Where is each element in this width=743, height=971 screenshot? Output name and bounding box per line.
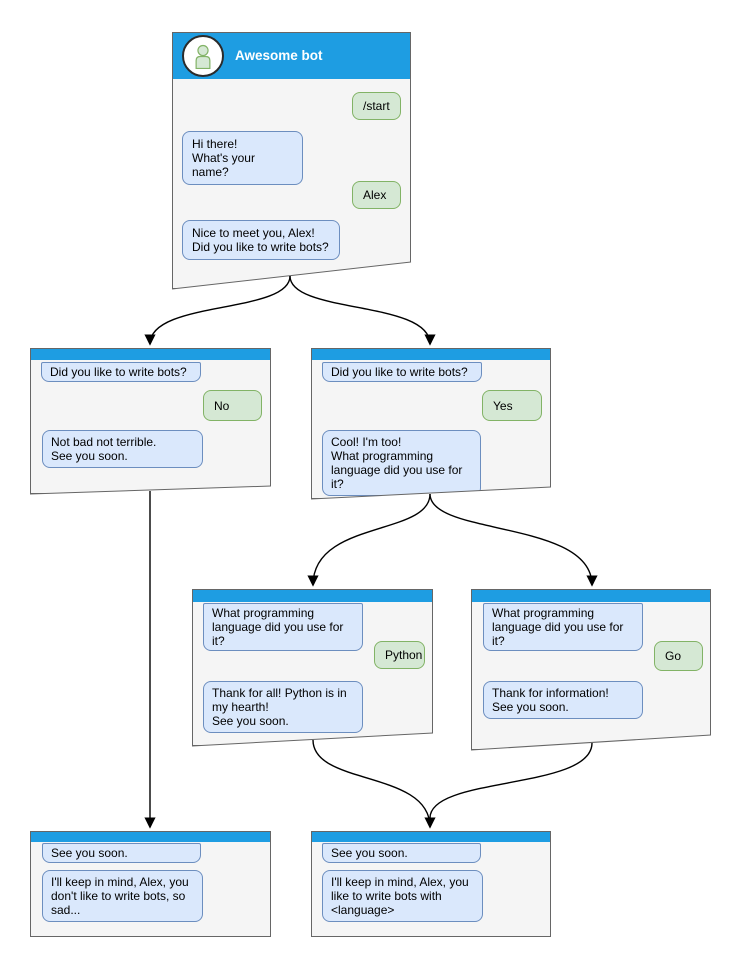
- edge-start-to-branch-yes: [289, 275, 436, 346]
- user-message: No: [203, 390, 262, 421]
- chat-window-start: Awesome bot /start Hi there! What's your…: [172, 32, 411, 289]
- chat-window-branch-no: Did you like to write bots? No Not bad n…: [30, 348, 271, 494]
- edge-start-to-branch-no: [144, 275, 291, 346]
- bot-message: Hi there! What's your name?: [182, 131, 303, 185]
- window-header: [31, 349, 270, 360]
- bot-message-quote: Did you like to write bots?: [41, 362, 201, 382]
- chat-window-go: What programming language did you use fo…: [471, 589, 711, 750]
- user-message: Yes: [482, 390, 542, 421]
- edge-branch-yes-to-go: [429, 493, 598, 587]
- user-message: Go: [654, 641, 703, 671]
- person-icon: [195, 44, 211, 69]
- chat-window-end-no: See you soon. I'll keep in mind, Alex, y…: [30, 831, 271, 937]
- bot-message: Thank for information! See you soon.: [483, 681, 643, 719]
- bot-message: Not bad not terrible. See you soon.: [42, 430, 203, 468]
- bot-title: Awesome bot: [235, 48, 323, 63]
- bot-message-quote: Did you like to write bots?: [322, 362, 482, 382]
- bot-message-quote: See you soon.: [42, 843, 201, 863]
- edge-branch-yes-to-python: [307, 493, 431, 587]
- chat-window-python: What programming language did you use fo…: [192, 589, 433, 746]
- bot-message: I'll keep in mind, Alex, you like to wri…: [322, 870, 483, 922]
- window-header: Awesome bot: [173, 33, 410, 79]
- bot-message-quote: What programming language did you use fo…: [203, 603, 363, 651]
- user-message: /start: [352, 92, 401, 120]
- edge-python-to-end-yes: [312, 739, 436, 829]
- bot-message: Nice to meet you, Alex! Did you like to …: [182, 220, 340, 260]
- chat-window-branch-yes: Did you like to write bots? Yes Cool! I'…: [311, 348, 551, 499]
- user-message: Python: [374, 641, 425, 669]
- window-header: [312, 832, 550, 842]
- bot-message: Cool! I'm too! What programming language…: [322, 430, 481, 496]
- bot-message: I'll keep in mind, Alex, you don't like …: [42, 870, 203, 922]
- bot-message-quote: See you soon.: [322, 843, 481, 863]
- user-message: Alex: [352, 181, 401, 209]
- window-header: [193, 590, 432, 602]
- avatar: [182, 35, 224, 77]
- window-header: [312, 349, 550, 360]
- bot-message-quote: What programming language did you use fo…: [483, 603, 643, 651]
- chat-window-end-yes: See you soon. I'll keep in mind, Alex, y…: [311, 831, 551, 937]
- window-header: [472, 590, 710, 602]
- bot-message: Thank for all! Python is in my hearth! S…: [203, 681, 363, 733]
- edge-go-to-end-yes: [429, 742, 593, 819]
- window-header: [31, 832, 270, 842]
